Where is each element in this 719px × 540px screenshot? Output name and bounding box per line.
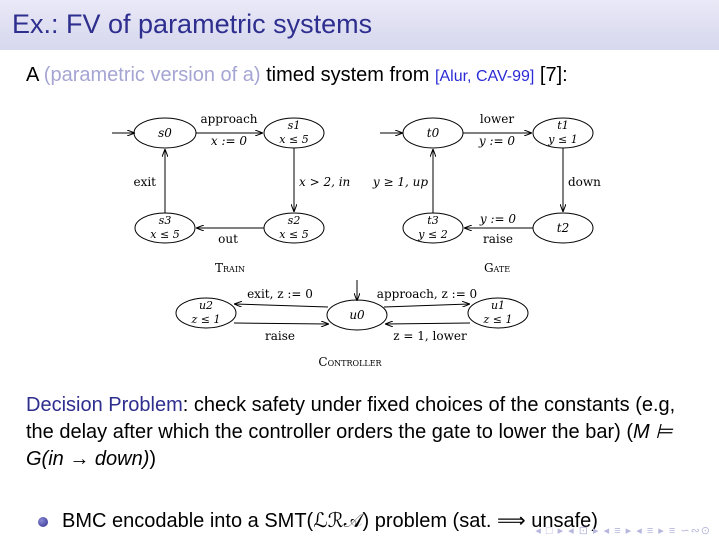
automata-diagram: s0 s1 x ≤ 5 s2 x ≤ 5 s3 x ≤ 5 approach x… [112,112,601,369]
controller-label: Controller [318,355,382,369]
edge-right-label: x > 2, in [299,175,350,189]
edge-controller-approach: approach, z := 0 [377,287,477,301]
state-s1-name: s1 [288,119,301,132]
edge-raise-reset: y := 0 [479,212,517,226]
gate-automaton: t0 t1 y ≤ 1 t2 t3 y ≤ 2 lower y := 0 dow… [372,112,601,275]
decision-problem-formula: M ⊨ G(in → down) [26,421,673,470]
edge-controller-lower: z = 1, lower [393,329,467,343]
controller-automaton: u0 u1 z ≤ 1 u2 z ≤ 1 approach, z := 0 z … [175,280,529,369]
state-s3-name: s3 [159,214,172,227]
intro-mid: timed system from [260,64,436,86]
edge-u0-u2 [235,304,329,308]
edge-lower-label: lower [480,112,514,126]
edge-up-label: y ≥ 1, up [372,175,428,189]
decision-problem-text: : check safety under fixed choices of th… [26,394,676,443]
state-u2-name: u2 [199,299,213,312]
edge-exit-label: exit [133,175,156,189]
state-t2-label: t2 [557,221,569,235]
intro-a: A [26,64,44,86]
state-u2 [175,297,237,329]
train-automaton: s0 s1 x ≤ 5 s2 x ≤ 5 s3 x ≤ 5 approach x… [112,112,350,275]
train-label: Train [215,261,245,275]
beamer-navigation[interactable]: ◂ □ ▸ ◂ ⊡ ▸ ◂ ≡ ▸ ◂ ≡ ▸ ≡ ∽∾⊙ [535,524,711,537]
edge-controller-exit: exit, z := 0 [247,287,313,301]
state-t1-name: t1 [557,119,568,132]
state-t3-name: t3 [427,214,438,227]
edge-u1-u0 [386,323,471,324]
decision-problem-paragraph: Decision Problem: check safety under fix… [26,392,706,473]
navigation-symbols[interactable]: ◂ □ ▸ ◂ ⊡ ▸ ◂ ≡ ▸ ◂ ≡ ▸ ≡ ∽∾⊙ [535,525,711,537]
edge-out-label: out [218,232,238,246]
state-u0 [326,299,388,331]
edge-down-label: down [568,175,601,189]
state-t1-inv: y ≤ 1 [547,133,577,146]
decision-problem-close: ) [149,448,157,470]
state-u1-name: u1 [491,299,505,312]
state-s1-inv: x ≤ 5 [279,133,308,146]
bullet-text: BMC encodable into a SMT(ℒℛ𝒜) problem (s… [62,510,598,532]
state-s2-inv: x ≤ 5 [279,228,308,241]
bullet-dot-icon [38,516,48,527]
title-bar: Ex.: FV of parametric systems [0,0,719,50]
state-u0-label: u0 [349,308,365,322]
bullet-item: BMC encodable into a SMT(ℒℛ𝒜) problem (s… [38,508,598,533]
citation-link[interactable]: [Alur, CAV-99] [435,68,535,85]
gate-label: Gate [484,261,510,275]
edge-controller-raise: raise [265,329,295,343]
edge-approach-reset: x := 0 [211,134,247,148]
state-s0-label: s0 [158,126,172,140]
state-s3-inv: x ≤ 5 [150,228,179,241]
edge-u2-u0 [233,323,328,324]
edge-u0-u1 [383,304,469,308]
state-u1-inv: z ≤ 1 [482,313,512,326]
state-s2-name: s2 [288,214,301,227]
state-t3-inv: y ≤ 2 [417,228,447,241]
intro-end: [7]: [534,64,568,86]
slide-title: Ex.: FV of parametric systems [12,9,373,39]
edge-approach-label: approach [200,112,257,126]
state-u2-inv: z ≤ 1 [190,313,220,326]
intro-gray: (parametric version of a) [43,64,261,86]
state-u1 [467,297,529,329]
edge-raise-label: raise [483,232,513,246]
edge-lower-reset: y := 0 [478,134,516,148]
intro-line: A (parametric version of a) timed system… [26,64,568,87]
state-t0-label: t0 [427,126,440,140]
decision-problem-label: Decision Problem [26,394,183,416]
